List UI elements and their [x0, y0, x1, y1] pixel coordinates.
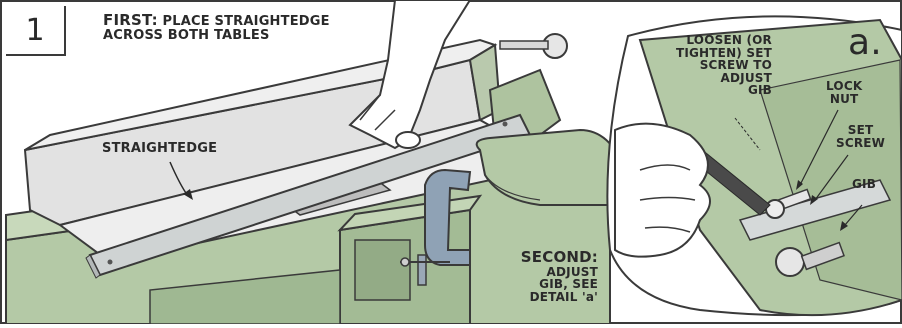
lock-nut-label: LOCK NUT [826, 80, 862, 105]
straightedge-label: STRAIGHTEDGE [102, 142, 217, 156]
second-line-3: DETAIL 'a' [510, 291, 598, 304]
first-text-line1: PLACE STRAIGHTEDGE [163, 14, 330, 29]
set-screw-line-1: SET [836, 124, 885, 137]
set-screw-label: SET SCREW [836, 124, 885, 149]
first-text-line2: ACROSS BOTH TABLES [103, 28, 270, 43]
loosen-instruction: LOOSEN (OR TIGHTEN) SET SCREW TO ADJUST … [652, 34, 772, 97]
loosen-line-5: GIB [652, 84, 772, 97]
step-number: 1 [6, 6, 66, 56]
detail-letter: a. [848, 24, 882, 62]
lock-nut-line-1: LOCK [826, 80, 862, 93]
loosen-line-1: LOOSEN (OR [652, 34, 772, 47]
first-instruction: FIRST: PLACE STRAIGHTEDGE ACROSS BOTH TA… [103, 13, 330, 42]
second-heading: SECOND: [510, 250, 598, 266]
second-instruction: SECOND: ADJUST GIB, SEE DETAIL 'a' [510, 250, 598, 304]
first-heading: FIRST: [103, 11, 158, 29]
lock-nut-line-2: NUT [826, 93, 862, 106]
set-screw-line-2: SCREW [836, 137, 885, 150]
gib-label: GIB [852, 178, 876, 191]
loosen-line-3: SCREW TO [652, 59, 772, 72]
